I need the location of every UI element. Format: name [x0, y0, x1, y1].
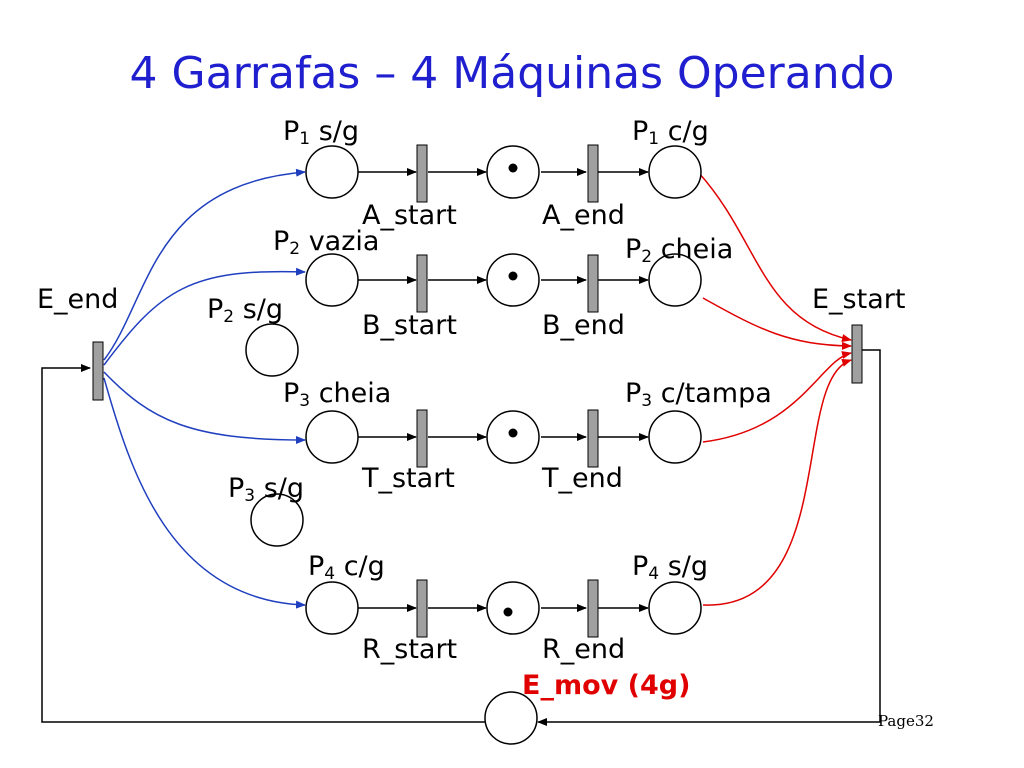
transition-b-end	[587, 254, 599, 313]
place-e-mov	[484, 691, 538, 745]
place-p1-sg	[305, 145, 359, 199]
label-e-mov: E_mov (4g)	[522, 670, 691, 701]
label-b-end: B_end	[542, 310, 625, 341]
transition-a-end	[587, 144, 599, 203]
token-machine-b	[508, 271, 518, 281]
arc-eend-p4cg	[103, 377, 306, 609]
transition-t-start	[416, 409, 428, 468]
place-p3-ctampa	[648, 410, 702, 464]
transition-e-start	[851, 324, 863, 384]
label-p2-sg: P2 s/g	[207, 294, 284, 327]
arc-p4sg-estart	[702, 359, 852, 606]
label-b-start: B_start	[362, 310, 457, 341]
place-p2-sg	[245, 323, 299, 377]
label-p4-sg: P4 s/g	[632, 551, 709, 584]
output-arcs	[697, 171, 852, 606]
label-r-end: R_end	[542, 634, 626, 665]
row-arcs	[41, 168, 881, 726]
label-p1-cg: P1 c/g	[632, 116, 709, 149]
input-arcs	[103, 168, 306, 609]
arc-p2cheia-estart	[702, 297, 852, 350]
label-p2-cheia: P2 cheia	[625, 234, 734, 267]
places	[245, 145, 702, 745]
label-t-end: T_end	[542, 463, 623, 494]
place-p3-cheia	[305, 410, 359, 464]
label-p3-sg: P3 s/g	[228, 473, 305, 506]
label-a-start: A_start	[362, 200, 457, 231]
transition-e-end	[92, 341, 104, 401]
transitions	[92, 144, 863, 638]
transition-r-end	[587, 579, 599, 638]
token-machine-a	[508, 163, 518, 173]
transition-t-end	[587, 409, 599, 468]
label-p3-cheia: P3 cheia	[283, 378, 392, 411]
token-machine-t	[508, 428, 518, 438]
token-machine-r	[503, 607, 513, 617]
transition-a-start	[416, 144, 428, 203]
label-e-start: E_start	[812, 284, 906, 315]
arc-p1cg-estart	[697, 171, 852, 342]
label-p3-ctampa: P3 c/tampa	[625, 378, 772, 411]
slide-title: 4 Garrafas – 4 Máquinas Operando	[129, 48, 895, 99]
label-p2-vazia: P2 vazia	[273, 226, 380, 259]
place-p2-cheia	[648, 253, 702, 307]
label-p4-cg: P4 c/g	[308, 551, 385, 584]
label-t-start: T_start	[362, 463, 455, 494]
arc-p3ctampa-estart	[702, 351, 852, 443]
label-e-end: E_end	[37, 284, 119, 315]
label-a-end: A_end	[542, 200, 625, 231]
label-r-start: R_start	[362, 634, 458, 665]
arc-emov-eend	[41, 364, 485, 723]
place-p4-cg	[305, 581, 359, 635]
place-p1-cg	[648, 145, 702, 199]
place-p2-vazia	[305, 253, 359, 307]
arc-eend-p3cheia	[103, 371, 306, 444]
place-p3-sg	[250, 493, 304, 547]
transition-r-start	[416, 579, 428, 638]
label-p1-sg: P1 s/g	[283, 116, 360, 149]
page-number: Page32	[878, 712, 934, 730]
arc-estart-emov	[537, 349, 881, 726]
place-machine-r	[486, 581, 540, 635]
place-p4-sg	[648, 581, 702, 635]
arc-eend-p2vazia	[103, 267, 306, 366]
transition-b-start	[416, 254, 428, 313]
tokens	[503, 163, 518, 617]
arc-eend-p1sg	[103, 168, 306, 361]
